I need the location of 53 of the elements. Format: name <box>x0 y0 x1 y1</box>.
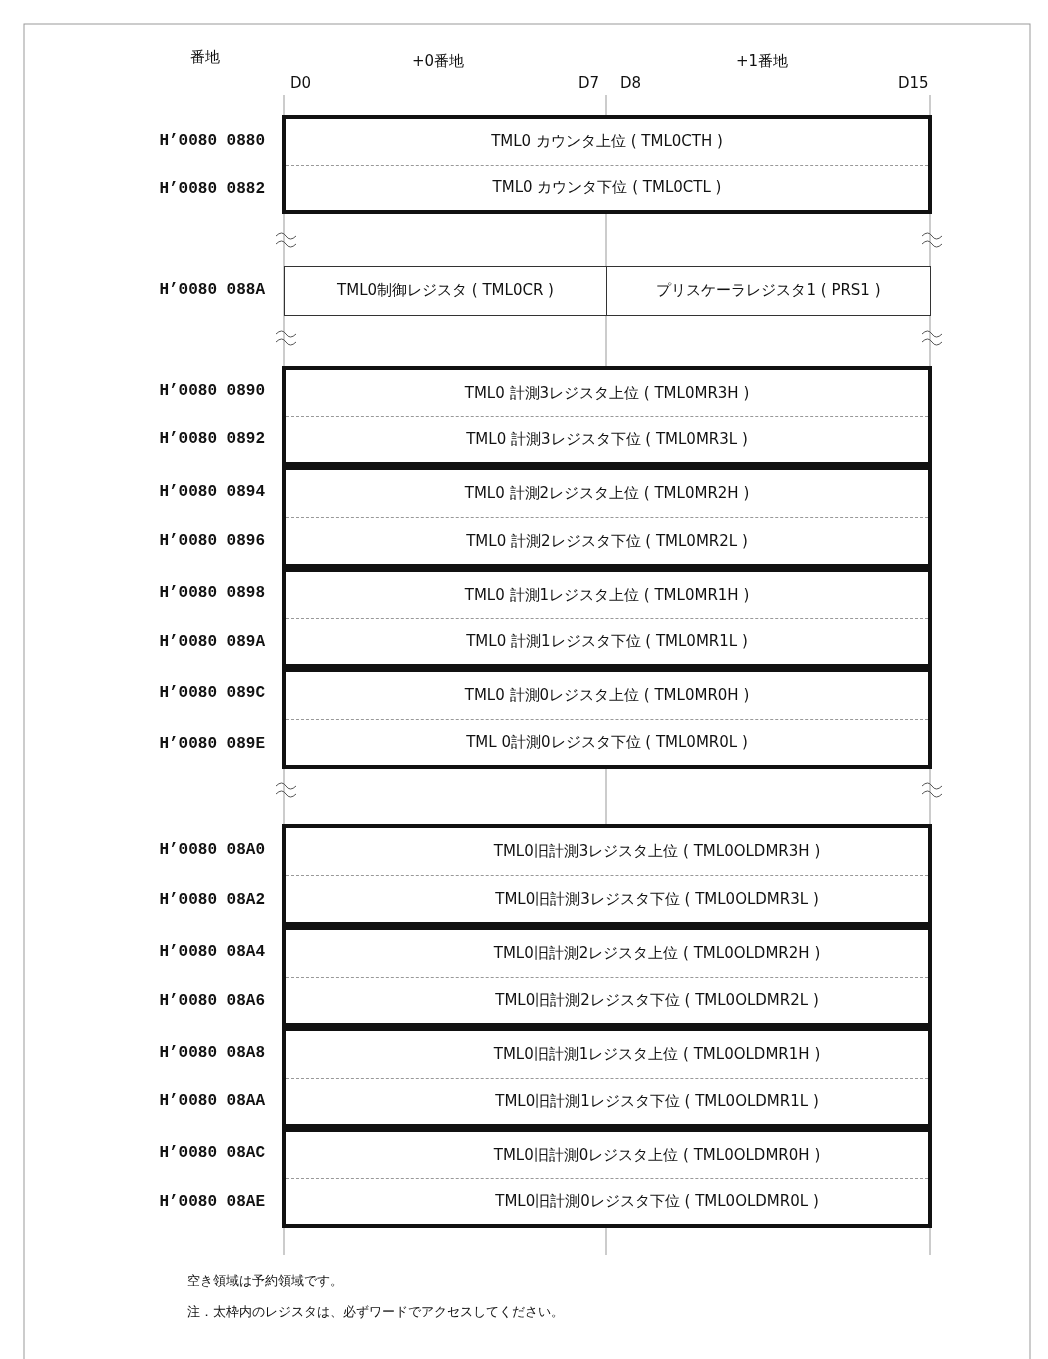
register-name: TML0旧計測1レジスタ下位 ( TML0OLDMR1L ) <box>495 1091 819 1111</box>
footnote: 注．太枠内のレジスタは、必ずワードでアクセスしてください。 <box>187 1303 564 1321</box>
register-name: TML0 計測3レジスタ上位 ( TML0MR3H ) <box>464 383 750 403</box>
register-group-frame <box>282 366 932 466</box>
register-group-frame <box>282 668 932 769</box>
register-cell: プリスケーラレジスタ1 ( PRS1 ) <box>606 266 931 316</box>
register-name: TML0旧計測2レジスタ上位 ( TML0OLDMR2H ) <box>493 943 821 963</box>
address-label: H’0080 0882 <box>159 180 265 198</box>
bit-label: D15 <box>898 74 929 92</box>
bit-label: D8 <box>620 74 642 92</box>
register-name: TML0旧計測1レジスタ上位 ( TML0OLDMR1H ) <box>493 1044 821 1064</box>
register-name: TML0旧計測2レジスタ下位 ( TML0OLDMR2L ) <box>495 990 819 1010</box>
register-name: TML0 計測0レジスタ上位 ( TML0MR0H ) <box>464 685 750 705</box>
address-label: H’0080 0898 <box>159 584 265 602</box>
address-label: H’0080 08A2 <box>159 891 265 909</box>
register-name: TML0 カウンタ上位 ( TML0CTH ) <box>491 132 723 152</box>
register-cell: TML0制御レジスタ ( TML0CR ) <box>284 266 607 316</box>
register-group-frame <box>282 115 932 214</box>
register-group-frame <box>282 824 932 926</box>
register-name: TML0 カウンタ下位 ( TML0CTL ) <box>492 178 722 198</box>
register-name: TML 0計測0レジスタ下位 ( TML0MR0L ) <box>466 732 748 752</box>
address-label: H’0080 08A4 <box>159 943 265 961</box>
register-name: TML0 計測2レジスタ下位 ( TML0MR2L ) <box>466 531 748 551</box>
register-name: TML0旧計測0レジスタ下位 ( TML0OLDMR0L ) <box>495 1192 819 1211</box>
bit-label: D7 <box>578 74 600 92</box>
column-header: 番地 <box>190 48 220 67</box>
register-group-frame <box>282 1128 932 1228</box>
register-name: TML0 計測1レジスタ上位 ( TML0MR1H ) <box>464 585 750 605</box>
address-label: H’0080 089E <box>159 735 265 753</box>
address-label: H’0080 089A <box>159 633 265 651</box>
address-label: H’0080 0896 <box>159 532 265 550</box>
footnote: 空き領域は予約領域です。 <box>187 1272 343 1290</box>
column-header: +0番地 <box>412 52 465 71</box>
address-label: H’0080 08AC <box>159 1144 265 1162</box>
bit-label: D0 <box>290 74 312 92</box>
address-label: H’0080 08AA <box>159 1092 265 1110</box>
address-label: H’0080 08A0 <box>159 841 265 859</box>
address-label: H’0080 089C <box>159 684 265 702</box>
register-name: TML0 計測3レジスタ下位 ( TML0MR3L ) <box>466 430 748 449</box>
address-label: H’0080 08A6 <box>159 992 265 1010</box>
register-name: TML0旧計測3レジスタ下位 ( TML0OLDMR3L ) <box>495 889 819 909</box>
address-label: H’0080 088A <box>159 281 265 299</box>
register-name: TML0旧計測3レジスタ上位 ( TML0OLDMR3H ) <box>493 842 821 861</box>
address-label: H’0080 0892 <box>159 430 265 448</box>
register-name: TML0旧計測0レジスタ上位 ( TML0OLDMR0H ) <box>493 1145 821 1165</box>
column-header: +1番地 <box>736 52 789 71</box>
address-label: H’0080 0894 <box>159 483 265 501</box>
address-label: H’0080 0880 <box>159 132 265 150</box>
address-label: H’0080 08AE <box>159 1193 265 1211</box>
register-name: TML0 計測1レジスタ下位 ( TML0MR1L ) <box>466 632 748 651</box>
register-name: TML0 計測2レジスタ上位 ( TML0MR2H ) <box>464 484 750 503</box>
address-label: H’0080 0890 <box>159 382 265 400</box>
address-label: H’0080 08A8 <box>159 1044 265 1062</box>
